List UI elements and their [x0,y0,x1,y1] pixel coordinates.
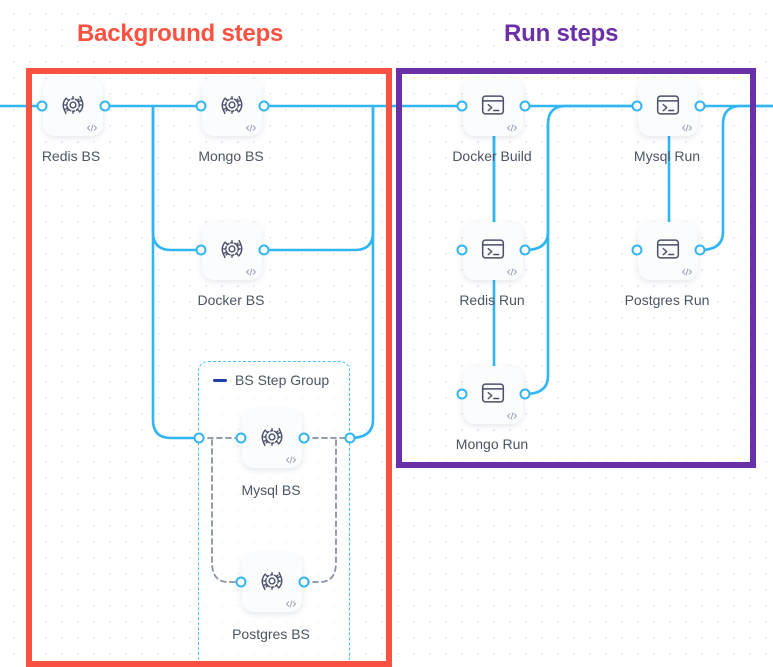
node-label-docker-bs: Docker BS [197,292,265,308]
node-redis-bs[interactable] [43,78,103,136]
terminal-icon [478,378,508,408]
node-mysql-bs[interactable] [242,410,302,468]
port-docker-bs-in[interactable] [195,244,207,256]
node-label-postgres-run: Postgres Run [624,292,710,308]
code-icon[interactable] [245,267,257,277]
node-label-postgres-bs: Postgres BS [232,626,310,642]
port-redis-bs-in[interactable] [36,100,48,112]
port-redis-run-out[interactable] [519,244,531,256]
port-postgres-run-out[interactable] [694,244,706,256]
code-icon[interactable] [285,455,297,465]
code-icon[interactable] [506,123,518,133]
port-mysql-run-in[interactable] [631,100,643,112]
gear-sync-icon [217,90,247,120]
port-redis-run-in[interactable] [456,244,468,256]
port-docker-build-in[interactable] [456,100,468,112]
node-mongo-run[interactable] [463,366,523,424]
code-icon[interactable] [245,123,257,133]
node-postgres-run[interactable] [638,222,698,280]
node-docker-build[interactable] [463,78,523,136]
terminal-icon [653,234,683,264]
port-mongo-bs-out[interactable] [258,100,270,112]
node-docker-bs[interactable] [202,222,262,280]
port-mongo-bs-in[interactable] [195,100,207,112]
port-docker-bs-out[interactable] [258,244,270,256]
port-mongo-run-in[interactable] [456,388,468,400]
terminal-icon [478,90,508,120]
node-label-redis-bs: Redis BS [41,148,101,164]
terminal-icon [653,90,683,120]
section-title: Background steps [77,20,284,47]
port-mysql-run-out[interactable] [694,100,706,112]
code-icon[interactable] [86,123,98,133]
port-postgres-bs-in[interactable] [235,576,247,588]
code-icon[interactable] [681,267,693,277]
port-mysql-bs-out[interactable] [298,432,310,444]
node-label-mysql-run: Mysql Run [633,148,701,164]
node-mysql-run[interactable] [638,78,698,136]
code-icon[interactable] [681,123,693,133]
gear-sync-icon [257,422,287,452]
node-postgres-bs[interactable] [242,554,302,612]
code-icon[interactable] [285,599,297,609]
section-frame-background-steps [26,68,392,667]
node-label-mysql-bs: Mysql BS [241,482,301,498]
port-group-bs-out[interactable] [344,432,356,444]
port-docker-build-out[interactable] [519,100,531,112]
port-mysql-bs-in[interactable] [235,432,247,444]
node-label-redis-run: Redis Run [459,292,525,308]
section-frame-run-steps [396,68,756,468]
gear-sync-icon [217,234,247,264]
port-postgres-run-in[interactable] [631,244,643,256]
gear-sync-icon [257,566,287,596]
node-label-mongo-run: Mongo Run [455,436,529,452]
terminal-icon [478,234,508,264]
port-mongo-run-out[interactable] [519,388,531,400]
code-icon[interactable] [506,411,518,421]
port-group-bs-in[interactable] [193,432,205,444]
node-label-mongo-bs: Mongo BS [198,148,264,164]
code-icon[interactable] [506,267,518,277]
node-mongo-bs[interactable] [202,78,262,136]
port-redis-bs-out[interactable] [99,100,111,112]
section-title: Run steps [504,20,619,47]
node-redis-run[interactable] [463,222,523,280]
gear-sync-icon [58,90,88,120]
node-label-docker-build: Docker Build [452,148,532,164]
port-postgres-bs-out[interactable] [298,576,310,588]
